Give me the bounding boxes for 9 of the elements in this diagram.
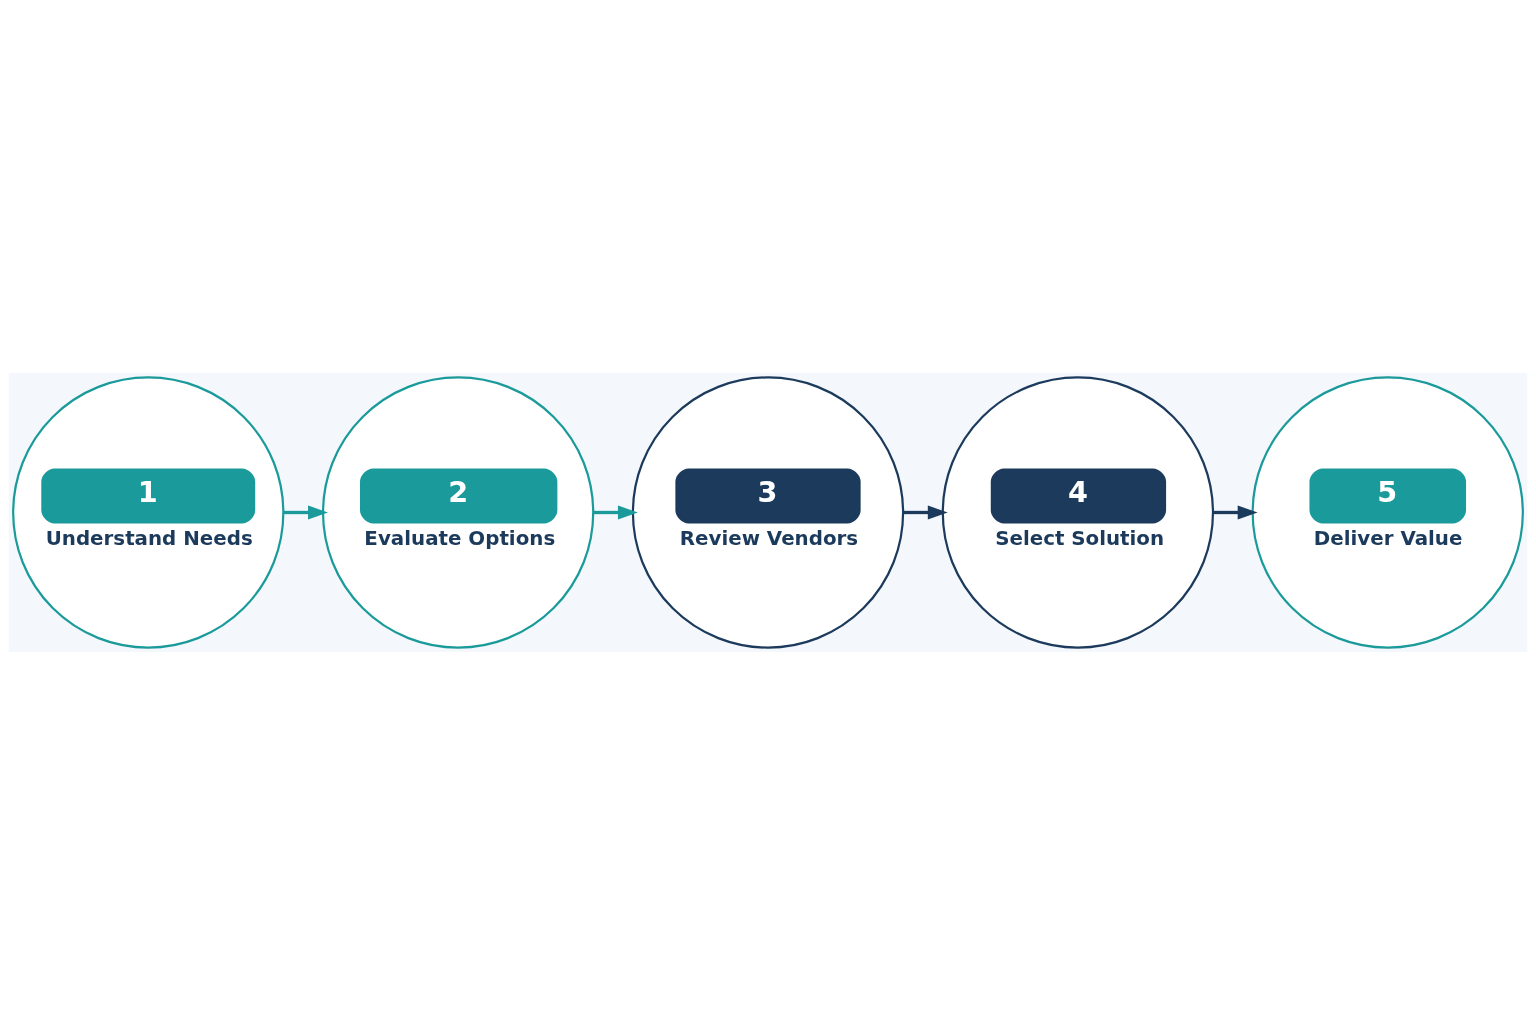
node-circle: 5 Deliver Value xyxy=(1251,375,1524,649)
node-circle: 1 Understand Needs xyxy=(12,375,285,649)
node-circle: 3 Review Vendors xyxy=(631,375,905,649)
node-circle: 4 Select Solution xyxy=(941,375,1215,649)
node-circle: 2 Evaluate Options xyxy=(321,375,595,649)
arrow xyxy=(1213,505,1258,519)
arrow xyxy=(283,505,328,519)
arrow xyxy=(903,505,948,519)
arrow xyxy=(593,505,638,519)
